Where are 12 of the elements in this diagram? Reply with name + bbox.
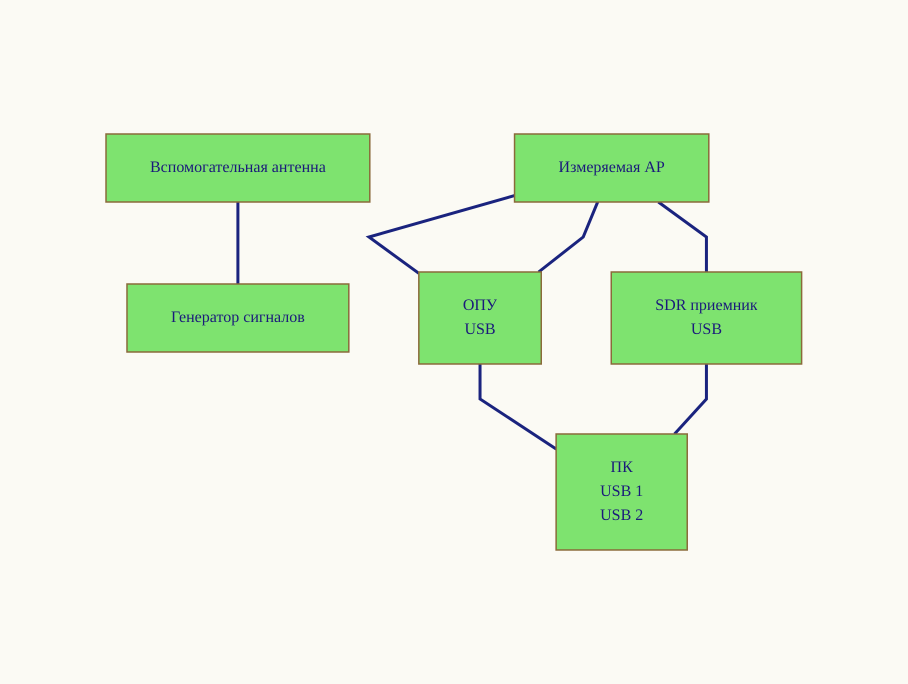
node-box: Измеряемая АР	[514, 133, 710, 203]
connector	[236, 202, 240, 284]
node-box: Генератор сигналов	[126, 283, 350, 353]
node-box: ОПУ USB	[418, 271, 542, 365]
connector	[658, 200, 708, 272]
connector	[538, 201, 600, 274]
connector	[366, 194, 516, 275]
connector	[674, 364, 708, 435]
node-box: Вспомогательная антенна	[105, 133, 371, 203]
connector	[478, 364, 558, 450]
node-box: SDR приемник USB	[610, 271, 803, 365]
node-box: ПК USB 1 USB 2	[556, 433, 688, 551]
